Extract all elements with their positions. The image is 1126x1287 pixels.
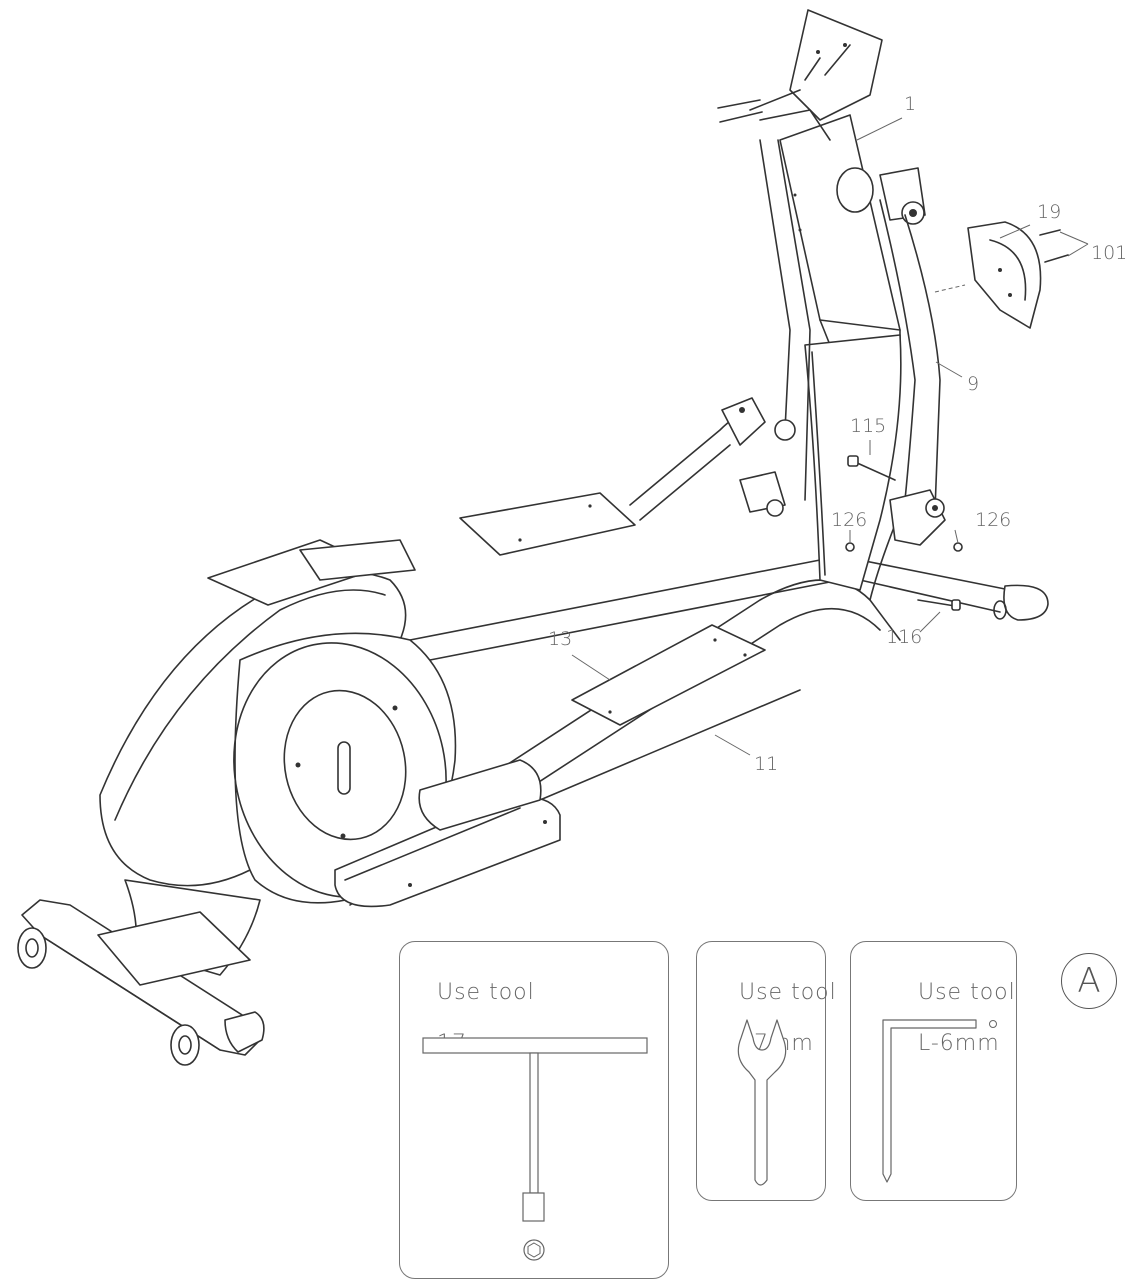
front-stabilizer bbox=[17, 899, 265, 1066]
callout-101: 101 bbox=[1091, 242, 1126, 264]
tool-box-open-wrench: Use tool 17mm bbox=[696, 941, 836, 1201]
left-pedal bbox=[334, 759, 561, 908]
tool-label-line1: Use tool bbox=[436, 980, 535, 1006]
leader-lines bbox=[571, 117, 1089, 756]
pivot-bracket bbox=[845, 455, 963, 611]
callout-116: 116 bbox=[886, 626, 922, 648]
callout-13: 13 bbox=[548, 628, 572, 650]
rear-cover-19 bbox=[967, 221, 1069, 329]
callout-126-right: 126 bbox=[975, 509, 1011, 531]
t-handle-wrench-icon bbox=[422, 1037, 648, 1261]
callout-19: 19 bbox=[1037, 201, 1061, 223]
left-pedal-arm bbox=[629, 397, 796, 521]
callout-126-left: 126 bbox=[831, 509, 867, 531]
allen-key-icon bbox=[882, 1019, 997, 1183]
tool-label-line1: Use tool bbox=[917, 980, 1016, 1006]
plate-rear bbox=[459, 492, 636, 556]
front-shroud bbox=[97, 539, 457, 986]
callout-11: 11 bbox=[754, 753, 778, 775]
tool-box-hex-key: Use tool L-6mm bbox=[850, 941, 1017, 1201]
tool-label-line1: Use tool bbox=[738, 980, 837, 1006]
callout-9: 9 bbox=[967, 373, 979, 395]
step-badge: A bbox=[1061, 953, 1117, 1009]
tool-box-t-handle: Use tool 17mm bbox=[399, 941, 669, 1279]
tool-label-line2: L-6mm bbox=[917, 1030, 1000, 1056]
plate-13 bbox=[571, 624, 766, 726]
callout-1: 1 bbox=[904, 93, 916, 115]
open-end-wrench-icon bbox=[737, 1019, 787, 1186]
callout-115: 115 bbox=[850, 415, 886, 437]
rear-stabilizer bbox=[859, 559, 1049, 621]
tool-label: Use tool L-6mm bbox=[886, 955, 1016, 1081]
